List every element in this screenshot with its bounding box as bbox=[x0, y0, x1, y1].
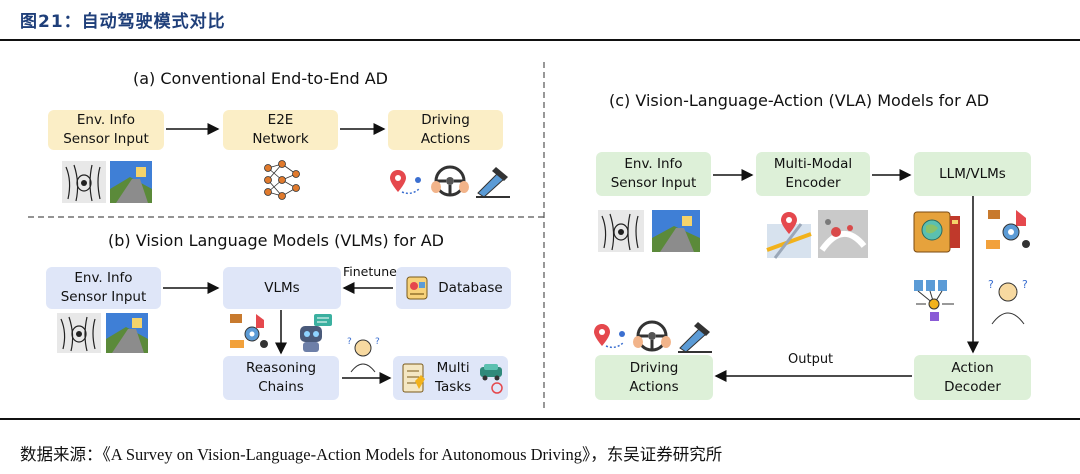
map-pin-icon bbox=[594, 324, 625, 349]
panel-a-title: (a) Conventional End-to-End AD bbox=[133, 69, 388, 88]
thinking-person-icon: ? ? bbox=[988, 278, 1028, 325]
book-icon bbox=[913, 211, 960, 253]
map-route-icon bbox=[766, 212, 812, 259]
panel-a-input-label: Env. Info Sensor Input bbox=[63, 112, 149, 147]
svg-text:?: ? bbox=[347, 337, 352, 347]
map-pin-icon bbox=[390, 170, 421, 195]
panel-c-llm-box: LLM/VLMs bbox=[914, 152, 1031, 196]
panel-a-network-label: E2E Network bbox=[252, 112, 309, 147]
sensor-image-icon bbox=[62, 161, 106, 203]
panel-c-input-label: Env. Info Sensor Input bbox=[610, 156, 697, 191]
output-label: Output bbox=[788, 352, 834, 367]
svg-text:?: ? bbox=[1022, 278, 1028, 291]
sensor-image-icon bbox=[598, 210, 644, 252]
finetune-label: Finetune bbox=[343, 264, 397, 279]
road-image-icon bbox=[110, 161, 152, 203]
gear-icon bbox=[986, 210, 1030, 249]
figure-title: 图21：自动驾驶模式对比 bbox=[20, 12, 226, 32]
source-note: 数据来源：《A Survey on Vision-Language-Action… bbox=[20, 445, 723, 464]
panel-c-input-box: Env. Info Sensor Input bbox=[596, 152, 711, 196]
panel-b-database-box: Database bbox=[396, 267, 511, 309]
panel-b-title: (b) Vision Language Models (VLMs) for AD bbox=[108, 231, 444, 250]
panel-c-title: (c) Vision-Language-Action (VLA) Models … bbox=[609, 91, 990, 110]
panel-c-encoder-box: Multi-Modal Encoder bbox=[756, 152, 870, 196]
panel-b-reasoning-label: Reasoning Chains bbox=[245, 360, 317, 395]
panel-b-tasks-label: Multi Tasks bbox=[435, 360, 472, 395]
bottom-rule bbox=[0, 418, 1080, 420]
car-icon bbox=[480, 364, 503, 394]
panel-b-vlm-label: VLMs bbox=[264, 279, 300, 296]
panel-b-vlm-box: VLMs bbox=[223, 267, 341, 309]
panel-a-network-box: E2E Network bbox=[223, 110, 338, 150]
panel-b-tasks-box: Multi Tasks bbox=[393, 356, 508, 400]
panel-b-reasoning-box: Reasoning Chains bbox=[223, 356, 339, 400]
panel-c-output-box: Driving Actions bbox=[595, 355, 713, 400]
panel-b-input-box: Env. Info Sensor Input bbox=[46, 267, 161, 309]
svg-text:?: ? bbox=[375, 337, 380, 347]
panel-c-encoder-label: Multi-Modal Encoder bbox=[773, 156, 853, 191]
checklist-icon bbox=[402, 363, 425, 393]
road-image-icon bbox=[106, 313, 148, 353]
panel-b-database-label: Database bbox=[438, 279, 503, 296]
database-icon bbox=[406, 276, 428, 300]
sensor-image-icon bbox=[57, 313, 101, 353]
top-rule bbox=[0, 39, 1080, 41]
panel-b-input-label: Env. Info Sensor Input bbox=[60, 270, 147, 305]
panel-a-output-box: Driving Actions bbox=[388, 110, 503, 150]
data-tree-icon bbox=[914, 280, 954, 321]
robot-icon bbox=[300, 314, 332, 352]
panel-c-decoder-box: Action Decoder bbox=[914, 355, 1031, 400]
panel-a-output-label: Driving Actions bbox=[420, 112, 471, 147]
steering-wheel-icon bbox=[633, 320, 671, 352]
gear-icon bbox=[230, 314, 268, 348]
thinking-person-icon: ? ? bbox=[347, 337, 380, 373]
pedal-icon bbox=[678, 322, 712, 353]
steering-wheel-icon bbox=[431, 165, 469, 197]
point-cloud-icon bbox=[818, 210, 868, 258]
panel-c-decoder-label: Action Decoder bbox=[944, 359, 1001, 395]
panel-c-output-label: Driving Actions bbox=[629, 359, 679, 395]
panel-a-input-box: Env. Info Sensor Input bbox=[48, 110, 164, 150]
pedal-icon bbox=[476, 167, 510, 198]
neural-network-icon bbox=[264, 160, 300, 200]
road-image-icon bbox=[652, 210, 700, 252]
panel-c-llm-label: LLM/VLMs bbox=[939, 165, 1006, 182]
svg-text:?: ? bbox=[988, 278, 994, 291]
